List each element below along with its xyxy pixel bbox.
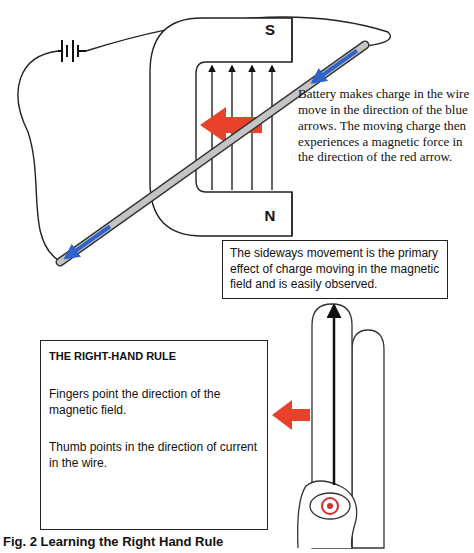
rule-text: Thumb points in the direction of current… <box>49 440 259 471</box>
note-text: The sideways movement is the primary eff… <box>230 246 440 293</box>
pole-label: N <box>258 207 282 225</box>
wire <box>18 51 58 260</box>
pole-label: S <box>258 21 282 39</box>
current-out-symbol <box>322 498 338 514</box>
rule-text: Fingers point the direction of the magne… <box>49 387 259 418</box>
note-box: The sideways movement is the primary eff… <box>222 240 448 299</box>
force-arrow <box>272 400 310 430</box>
hand-drawing <box>298 304 384 548</box>
explanation-note: Battery makes charge in the wire move in… <box>298 86 470 165</box>
horseshoe-magnet <box>150 18 292 236</box>
rule-box: THE RIGHT-HAND RULE Fingers point the dir… <box>40 340 268 530</box>
rule-heading: THE RIGHT-HAND RULE <box>49 349 259 363</box>
figure-caption: Fig. 2 Learning the Right Hand Rule <box>3 534 303 549</box>
battery-symbol <box>58 40 86 62</box>
field-direction-arrow <box>333 306 336 485</box>
current-out-dot <box>327 503 333 509</box>
